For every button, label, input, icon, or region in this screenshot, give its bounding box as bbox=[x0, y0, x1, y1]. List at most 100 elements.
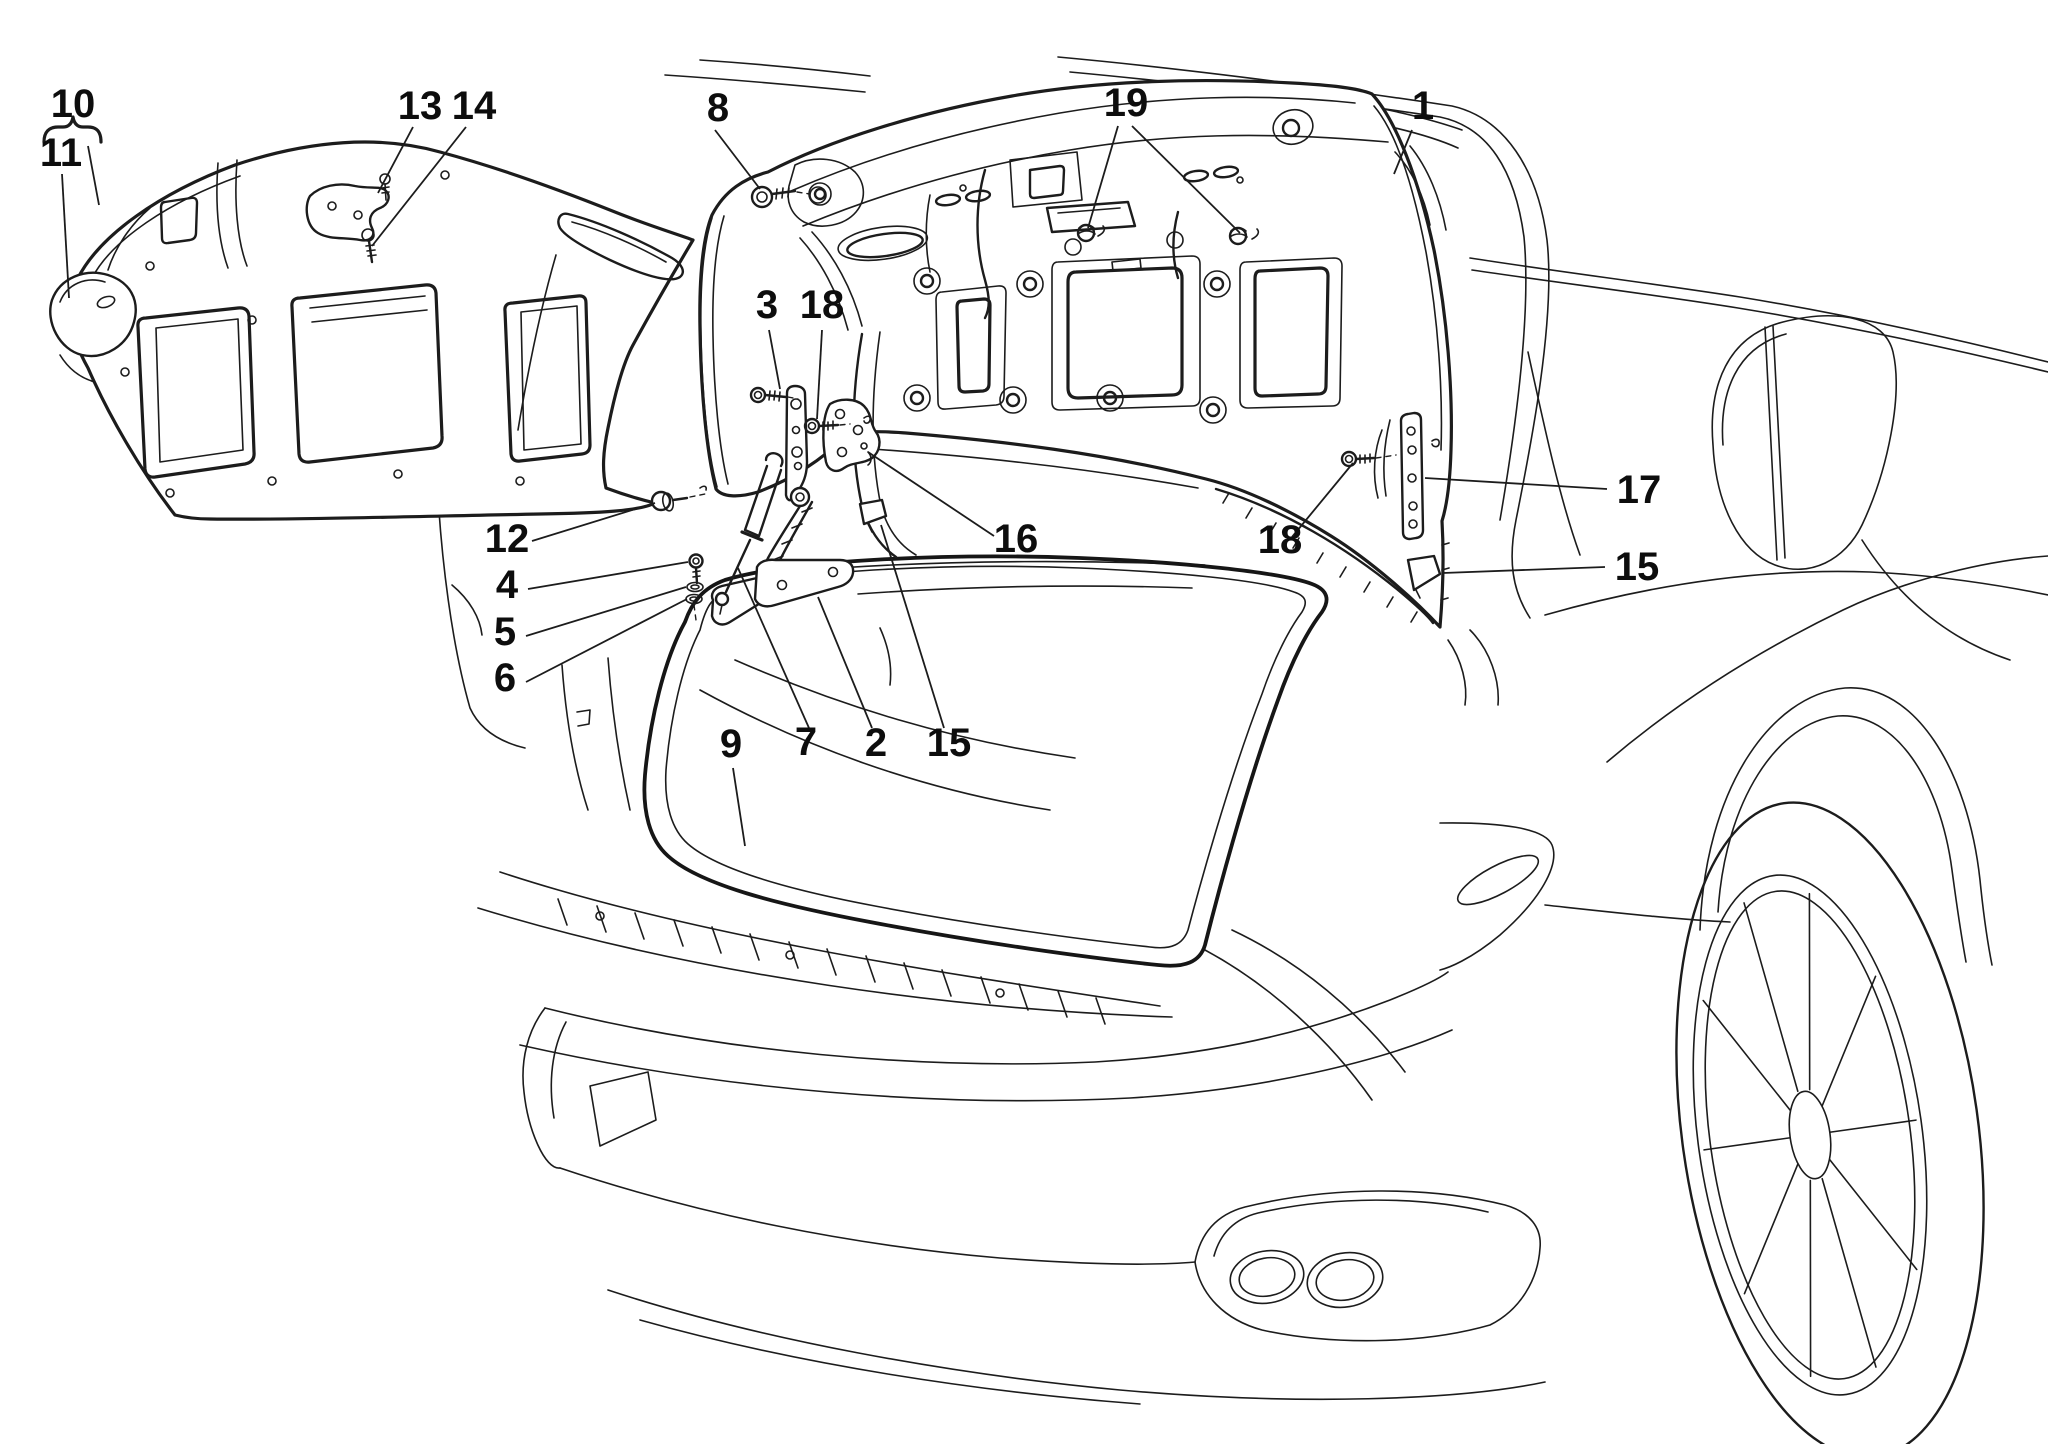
lock-area-curve-1 bbox=[799, 237, 849, 331]
fender-swage-line bbox=[1606, 555, 2048, 763]
left-quarter-edge bbox=[436, 477, 526, 749]
leader-line-12 bbox=[531, 502, 656, 542]
lid-right-flange bbox=[1373, 105, 1443, 451]
lid-oval-vents bbox=[934, 165, 1244, 207]
trunk-seal-ring bbox=[642, 554, 1329, 968]
quarter-window-inner bbox=[1721, 333, 1787, 446]
lid-corner-contour-1 bbox=[852, 332, 898, 559]
quarter-window-divider bbox=[1764, 325, 1786, 561]
lock-corner-pocket bbox=[787, 158, 865, 227]
exhaust-tip-right bbox=[1306, 1251, 1384, 1309]
lid-left-edge-inner-1 bbox=[700, 217, 718, 488]
liner-cutout-right bbox=[503, 294, 592, 463]
callout-15: 15 bbox=[927, 721, 972, 765]
spoke bbox=[1821, 975, 1877, 1107]
exhaust-tip-left bbox=[1229, 1249, 1305, 1305]
liner-cap-foot bbox=[59, 354, 96, 383]
lid-right-corner-2 bbox=[1409, 145, 1447, 231]
base-plate-hole bbox=[827, 566, 839, 578]
bracket-hole bbox=[353, 210, 363, 220]
sill-hole bbox=[595, 911, 605, 921]
liner-cutout-left-inner bbox=[155, 318, 244, 463]
rim-outer bbox=[1692, 874, 1928, 1396]
left-quarter-detail bbox=[451, 584, 483, 636]
liner-cap-hole bbox=[96, 295, 116, 309]
liner-slot bbox=[557, 212, 684, 281]
taillight-hint-1 bbox=[1447, 639, 1467, 706]
callout-13: 13 bbox=[398, 84, 443, 128]
license-recess-inner bbox=[1028, 164, 1066, 200]
striker-hole bbox=[1406, 426, 1416, 436]
leader-line-6 bbox=[525, 598, 688, 683]
bumper-bottom-edge bbox=[607, 1289, 1546, 1401]
bumper-top-edge-2 bbox=[519, 1029, 1453, 1102]
callout-7: 7 bbox=[795, 720, 817, 764]
screw-stack-axis bbox=[693, 604, 697, 621]
bumper-lower-band bbox=[559, 1167, 1196, 1265]
lid-left-edge-inner-2 bbox=[712, 215, 729, 485]
gooseneck-hatch bbox=[756, 507, 813, 589]
callout-17: 17 bbox=[1617, 468, 1662, 512]
spoke bbox=[1743, 1163, 1799, 1295]
callout-15: 15 bbox=[1615, 545, 1660, 589]
bumper-skirt-line bbox=[639, 1319, 1141, 1405]
aperture-left-wall-1 bbox=[561, 664, 589, 811]
sill-hole bbox=[785, 950, 795, 960]
c-pillar-line-2 bbox=[1861, 539, 2011, 661]
callout-5: 5 bbox=[494, 610, 516, 654]
grommet-19-left bbox=[1076, 223, 1106, 243]
leader-line-19 bbox=[1131, 125, 1241, 234]
callout-2: 2 bbox=[865, 721, 887, 765]
lid-cutout-center-tab bbox=[1111, 258, 1142, 272]
base-plate-hole bbox=[776, 579, 788, 591]
leader-line-7 bbox=[737, 567, 810, 729]
liner-cutout-left bbox=[136, 306, 256, 479]
lid-top-flange-1 bbox=[790, 96, 1356, 192]
lid-rib-2 bbox=[1172, 210, 1180, 280]
liner-holes bbox=[120, 170, 525, 498]
striker-bracket-line-1 bbox=[1373, 429, 1383, 499]
liner-cutout-mid bbox=[290, 283, 444, 464]
liner-outline bbox=[68, 140, 695, 521]
emblem-center bbox=[1281, 118, 1301, 138]
lid-corner-contour-2 bbox=[872, 331, 917, 556]
plate-hole bbox=[836, 446, 848, 458]
lid-cutout-center bbox=[1066, 266, 1184, 400]
rocker-line bbox=[1544, 904, 1731, 923]
callout-9: 9 bbox=[720, 722, 742, 766]
fender-shoulder-line bbox=[1544, 570, 2048, 616]
lid-rib-3 bbox=[925, 194, 931, 273]
hinge-pivot-hole bbox=[795, 492, 805, 502]
trunk-floor-line-3 bbox=[879, 627, 892, 686]
rear-bumper bbox=[519, 822, 1555, 1405]
lid-cutout-right bbox=[1253, 266, 1330, 398]
callout-8: 8 bbox=[707, 86, 729, 130]
exhaust-tip-right-inner bbox=[1315, 1258, 1375, 1302]
leader-line-13 bbox=[377, 126, 414, 194]
liner-small-cutout bbox=[159, 196, 199, 245]
grommet-19-right bbox=[1228, 226, 1260, 246]
callout-11: 11 bbox=[40, 131, 82, 175]
callout-16: 16 bbox=[994, 517, 1039, 561]
body-line-above-lid-2 bbox=[699, 59, 871, 77]
striker-hole bbox=[1408, 501, 1418, 511]
screw-18-left bbox=[803, 415, 871, 435]
spoke bbox=[1703, 1136, 1792, 1151]
striker-hole bbox=[1408, 519, 1418, 529]
callout-1: 1 bbox=[1412, 84, 1434, 128]
sill-hole bbox=[995, 988, 1005, 998]
leader-line-11 bbox=[61, 173, 70, 299]
spoke bbox=[1821, 1177, 1877, 1368]
sill-strip-upper bbox=[499, 871, 1161, 1007]
trunk-floor-line-1 bbox=[699, 689, 1051, 811]
leader-line-15 bbox=[1442, 566, 1606, 574]
lid-cutout-left-outer bbox=[935, 285, 1007, 410]
lid-bolt-holes bbox=[903, 231, 1231, 424]
leader-line-18 bbox=[816, 329, 823, 420]
leader-line-4 bbox=[527, 561, 689, 590]
bumper-right-cap bbox=[1439, 822, 1555, 971]
trunk-lid-liner bbox=[49, 140, 695, 521]
aperture-left-wall-2 bbox=[607, 657, 631, 811]
